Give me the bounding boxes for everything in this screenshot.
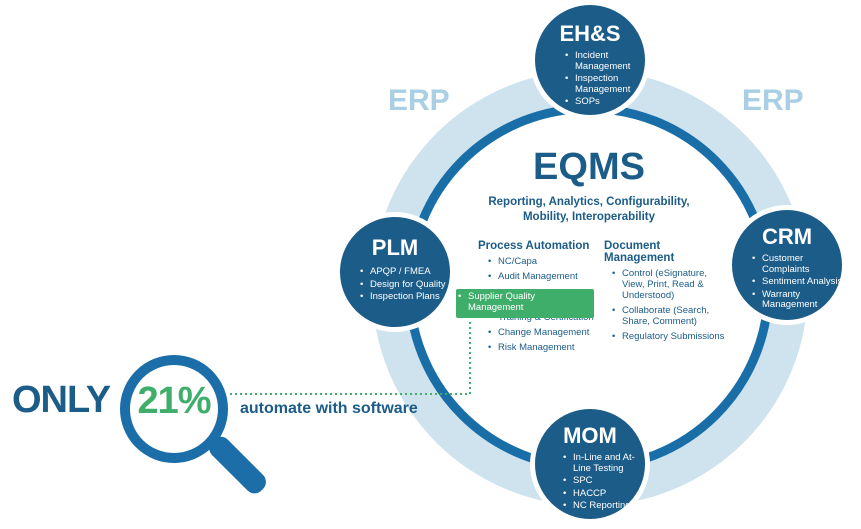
ehs-item: Incident Management: [565, 50, 647, 72]
erp-label-right: ERP: [742, 84, 804, 117]
magnifier-lens: [120, 355, 228, 463]
ehs-item: Inspection Management: [565, 73, 647, 95]
erp-label-left: ERP: [388, 84, 450, 117]
eqms-subtitle-line2: Mobility, Interoperability: [522, 211, 656, 223]
crm-item: Sentiment Analysis: [752, 276, 852, 288]
document-item: Control (eSignature, View, Print, Read &…: [610, 268, 732, 301]
mom-node: MOM In-Line and At-Line Testing SPC HACC…: [530, 404, 650, 524]
eqms-subtitle-line1: Reporting, Analytics, Configurability,: [488, 196, 690, 208]
plm-item: Inspection Plans: [360, 291, 460, 303]
crm-item: Warranty Management: [752, 289, 852, 311]
plm-item: APQP / FMEA: [360, 266, 460, 278]
automate-text: automate with software: [240, 400, 418, 417]
mom-item: HACCP: [563, 488, 647, 500]
mom-item: In-Line and At-Line Testing: [563, 452, 647, 474]
ehs-item: SOPs: [565, 96, 647, 108]
crm-title: CRM: [761, 224, 813, 249]
process-item: Change Management: [486, 327, 604, 338]
crm-node: CRM Customer Complaints Sentiment Analys…: [727, 205, 847, 325]
percent-value: 21%: [137, 380, 211, 422]
mom-item: NC Reporting: [563, 500, 647, 512]
ehs-title: EH&S: [559, 21, 621, 46]
document-management-heading: Document Management: [604, 240, 675, 264]
process-automation-heading: Process Automation: [478, 240, 590, 252]
process-item: NC/Capa: [486, 256, 604, 267]
crm-item: Customer Complaints: [752, 253, 852, 275]
ehs-node: EH&S Incident Management Inspection Mana…: [530, 0, 650, 120]
mom-item: SPC: [563, 475, 647, 487]
plm-node: PLM APQP / FMEA Design for Quality Inspe…: [335, 212, 455, 332]
process-item: Risk Management: [486, 342, 604, 353]
plm-title: PLM: [371, 235, 419, 260]
mom-title: MOM: [563, 423, 617, 448]
only-label: ONLY: [12, 379, 111, 421]
process-item: Audit Management: [486, 271, 604, 282]
document-item: Regulatory Submissions: [610, 331, 732, 342]
eqms-title: EQMS: [533, 146, 645, 188]
plm-item: Design for Quality: [360, 279, 460, 291]
document-management-column: Document Management Control (eSignature,…: [604, 240, 732, 346]
eqms-subtitle: Reporting, Analytics, Configurability, M…: [469, 195, 709, 225]
document-item: Collaborate (Search, Share, Comment): [610, 305, 732, 327]
